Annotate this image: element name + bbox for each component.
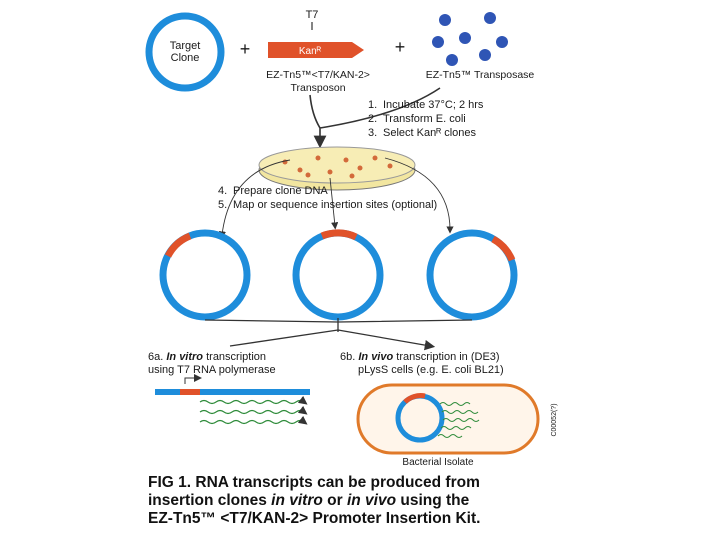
in-vivo-rna-transcripts: [437, 402, 480, 438]
pick-arrow-right: [384, 157, 454, 234]
steps-list-a: 1. Incubate 37°C; 2 hrs 2. Transform E. …: [368, 99, 484, 139]
plus-sign-1: +: [240, 39, 251, 59]
step-4-text: Prepare clone DNA: [233, 185, 328, 197]
branch-6b-line1: 6b. In vivo transcription in (DE3): [340, 351, 500, 363]
step-2-num: 2.: [368, 113, 377, 125]
pick-arrow-left: [218, 159, 291, 239]
target-clone-label-1: Target: [170, 40, 201, 52]
branch-lines: [204, 318, 473, 346]
caption-line-1: FIG 1. RNA transcripts can be produced f…: [148, 474, 480, 491]
step-3-text: Select Kanᴿ clones: [383, 127, 477, 139]
target-clone-plasmid: [145, 12, 225, 92]
in-vitro-dna: [155, 374, 310, 395]
branch-6a-line1: 6a. In vitro transcription: [148, 351, 266, 363]
t7-label: T7: [306, 9, 319, 21]
steps-list-b: 4. Prepare clone DNA 5. Map or sequence …: [218, 185, 437, 211]
step-5-text: Map or sequence insertion sites (optiona…: [233, 199, 437, 211]
transposon-label-2: Transposon: [290, 82, 345, 94]
step-3-num: 3.: [368, 127, 377, 139]
branch-6b-line2: pLysS cells (e.g. E. coli BL21): [358, 364, 504, 376]
transposon-label-1: EZ-Tn5™<T7/KAN-2>: [266, 69, 370, 81]
side-figure-code: C00052(?): [551, 403, 558, 436]
step-4-num: 4.: [218, 185, 227, 197]
caption-line-2: insertion clones in vitro or in vivo usi…: [148, 492, 470, 509]
in-vitro-rna-transcripts: [199, 395, 308, 425]
step-2-text: Transform E. coli: [383, 113, 466, 125]
bacterial-isolate-label: Bacterial Isolate: [402, 457, 474, 468]
converge-arrow: [309, 87, 441, 142]
transposase-molecules: [432, 12, 508, 66]
insertion-clone-3: [426, 229, 518, 321]
pick-arrow-mid: [329, 177, 339, 230]
caption-line-3: EZ-Tn5™ <T7/KAN-2> Promoter Insertion Ki…: [148, 510, 480, 527]
step-1-num: 1.: [368, 99, 377, 111]
in-vivo-plasmid: [395, 393, 445, 443]
insertion-clone-1: [159, 229, 251, 321]
step-5-num: 5.: [218, 199, 227, 211]
transposase-label: EZ-Tn5™ Transposase: [426, 69, 535, 81]
step-1-text: Incubate 37°C; 2 hrs: [383, 99, 484, 111]
insertion-clone-2: [292, 229, 384, 321]
branch-6a-line2: using T7 RNA polymerase: [148, 364, 276, 376]
petri-dish: [258, 146, 416, 191]
transposon-bar: [268, 42, 364, 58]
kan-label: Kanᴿ: [299, 46, 322, 57]
target-clone-label-2: Clone: [171, 52, 200, 64]
plus-sign-2: +: [395, 37, 406, 57]
